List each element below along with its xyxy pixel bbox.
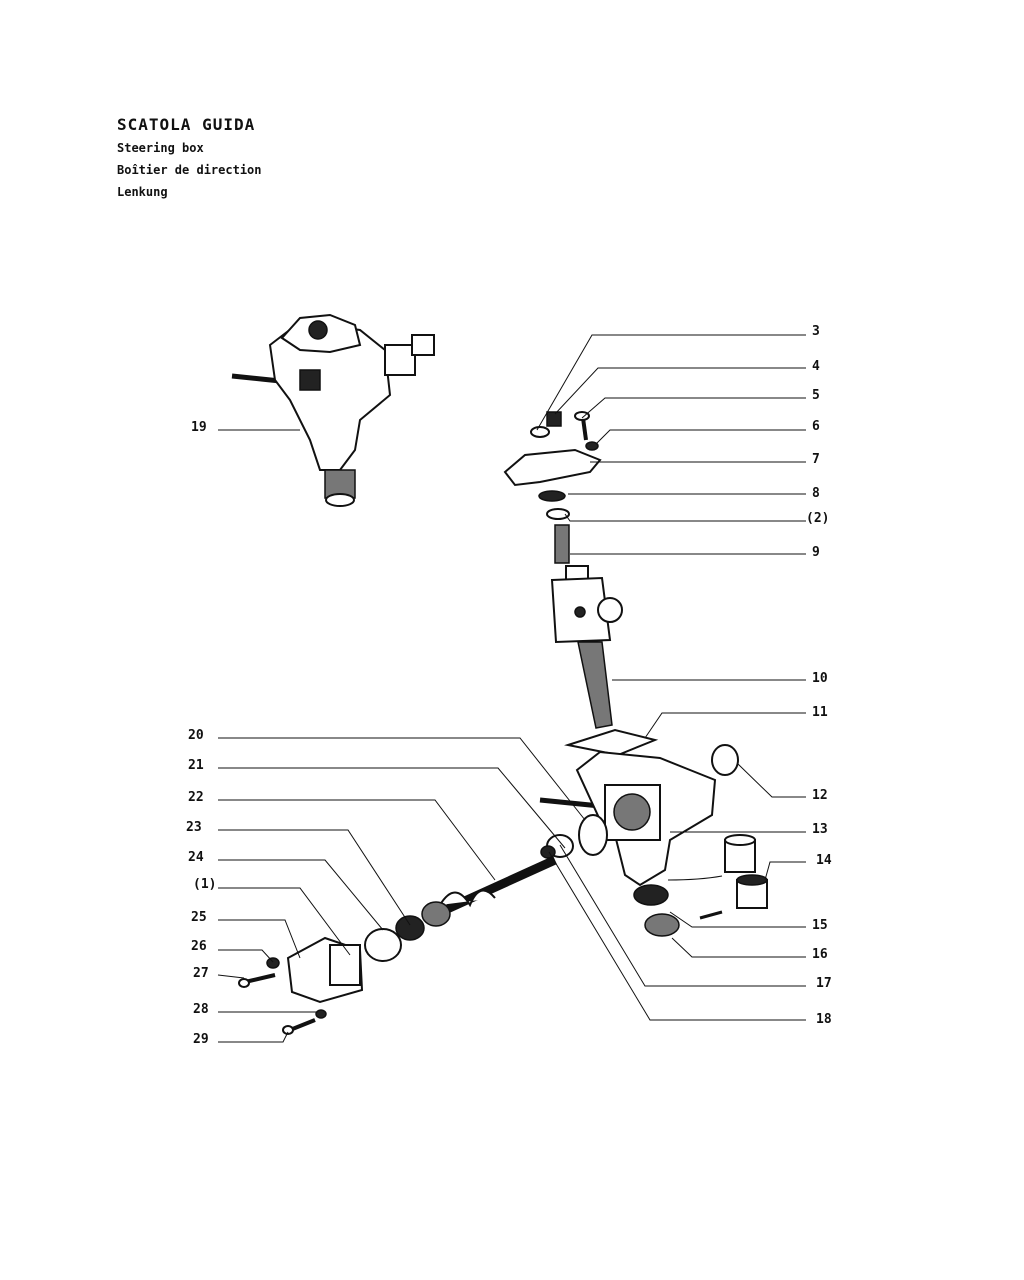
callout-29: 29: [193, 1032, 209, 1047]
subtitle-german: Lenkung: [117, 185, 168, 199]
bushings-and-nuts-drawing: [633, 834, 768, 937]
callout-26: 26: [191, 939, 207, 954]
steering-box-housing-drawing: [539, 744, 739, 887]
callout-17: 17: [816, 976, 832, 991]
callout-14: 14: [816, 853, 832, 868]
callout-11: 11: [812, 705, 828, 720]
callout-2-paren: (2): [806, 511, 829, 526]
callout-12: 12: [812, 788, 828, 803]
callout-6: 6: [812, 419, 820, 434]
callout-24: 24: [188, 850, 204, 865]
worm-shaft-assembly-drawing: [364, 834, 574, 962]
callout-8: 8: [812, 486, 820, 501]
callout-13: 13: [812, 822, 828, 837]
callout-28: 28: [193, 1002, 209, 1017]
callout-19: 19: [191, 420, 207, 435]
callout-10: 10: [812, 671, 828, 686]
callout-9: 9: [812, 545, 820, 560]
top-cover-group-drawing: [503, 411, 602, 564]
page-title: SCATOLA GUIDA: [117, 115, 256, 134]
end-cover-and-bolts-drawing: [238, 936, 364, 1035]
callout-5: 5: [812, 388, 820, 403]
subtitle-english: Steering box: [117, 141, 204, 155]
callout-27: 27: [193, 966, 209, 981]
assembled-steering-box-drawing: [231, 313, 435, 507]
callout-21: 21: [188, 758, 204, 773]
callout-15: 15: [812, 918, 828, 933]
callout-18: 18: [816, 1012, 832, 1027]
leader-lines: [217, 334, 806, 1043]
callout-3: 3: [812, 324, 820, 339]
callout-7: 7: [812, 452, 820, 467]
subtitle-french: Boîtier de direction: [117, 163, 262, 177]
callout-1-paren: (1): [193, 877, 216, 892]
callout-4: 4: [812, 359, 820, 374]
sector-shaft-drawing: [550, 565, 623, 729]
callout-16: 16: [812, 947, 828, 962]
gasket-drawing: [564, 728, 659, 757]
callout-25: 25: [191, 910, 207, 925]
callout-23: 23: [186, 820, 202, 835]
callout-20: 20: [188, 728, 204, 743]
callout-22: 22: [188, 790, 204, 805]
